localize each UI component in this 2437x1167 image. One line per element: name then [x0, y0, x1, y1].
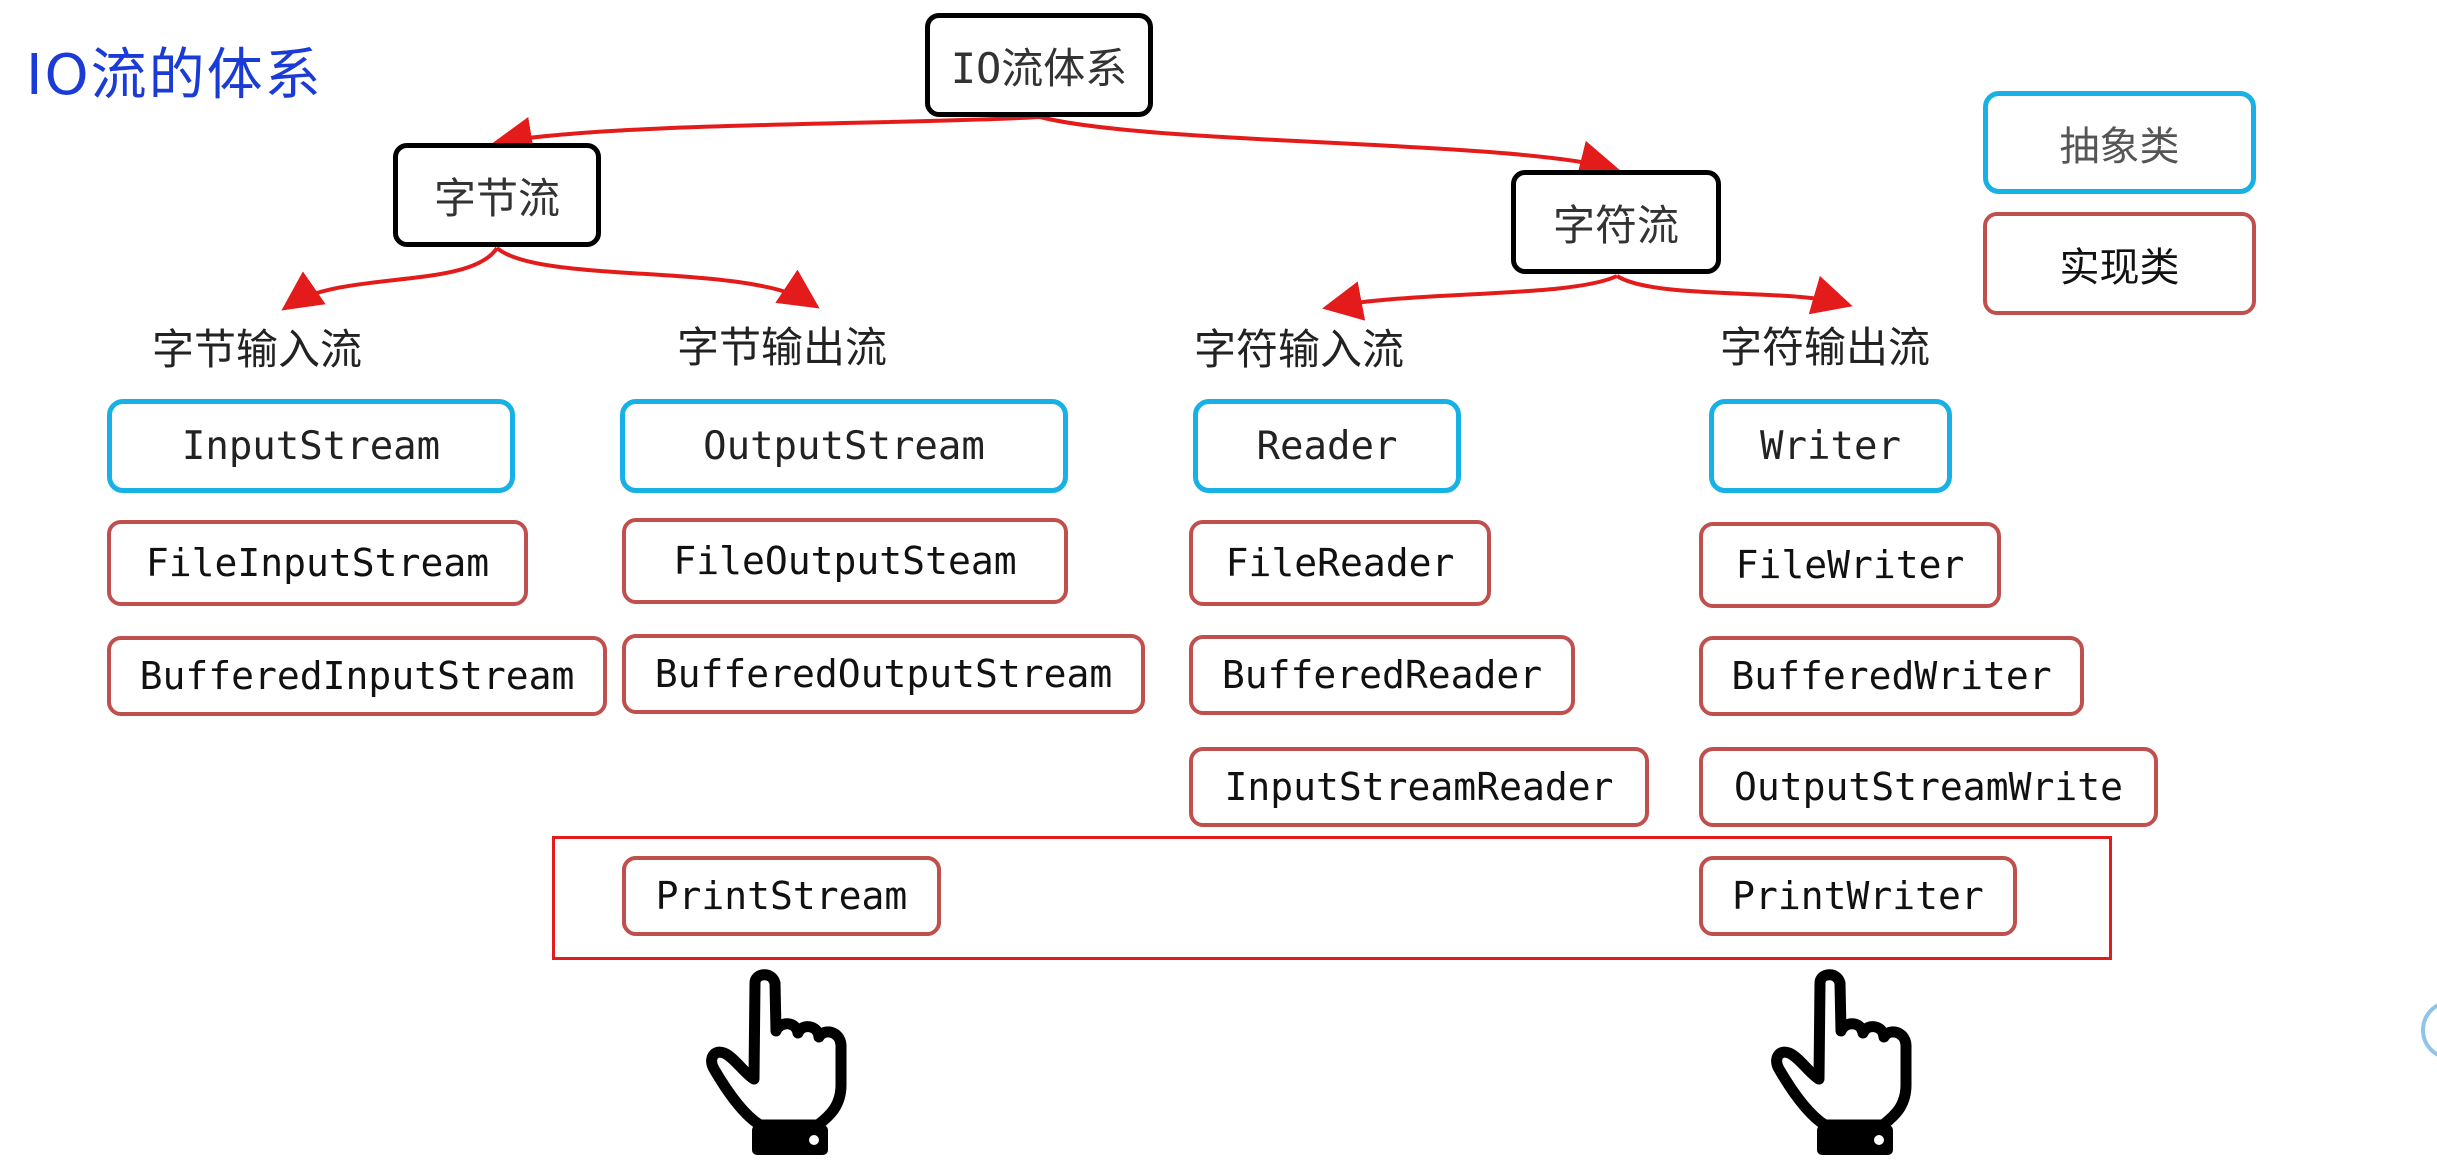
arrow-char-to-input: [1322, 274, 1618, 321]
output-stream-box: OutputStream: [620, 399, 1068, 493]
file-reader-label: FileReader: [1225, 541, 1455, 585]
byte-output-label: 字节输出流: [677, 323, 888, 372]
file-output-steam-label: FileOutputSteam: [673, 539, 1017, 583]
output-stream-write-label: OutputStreamWrite: [1734, 765, 2123, 809]
output-stream-label: OutputStream: [703, 423, 985, 469]
char-input-label: 字符输入流: [1194, 325, 1405, 374]
file-output-steam-box: FileOutputSteam: [622, 518, 1068, 604]
print-writer-label: PrintWriter: [1732, 874, 1984, 918]
file-input-stream-label: FileInputStream: [145, 541, 490, 585]
root-node: IO流体系: [925, 13, 1153, 117]
buffered-reader-label: BufferedReader: [1221, 653, 1543, 697]
pointing-hand-icon: [1771, 969, 1912, 1155]
input-stream-box: InputStream: [107, 399, 515, 493]
file-writer-box: FileWriter: [1699, 522, 2001, 608]
buffered-reader-box: BufferedReader: [1189, 635, 1575, 715]
buffered-output-stream-box: BufferedOutputStream: [622, 634, 1145, 714]
byte-stream-node: 字节流: [393, 143, 601, 247]
print-writer-box: PrintWriter: [1699, 856, 2017, 936]
reader-box: Reader: [1193, 399, 1461, 493]
print-stream-box-front: PrintStream: [622, 856, 941, 936]
buffered-writer-box: BufferedWriter: [1699, 636, 2084, 716]
char-output-label: 字符输出流: [1720, 323, 1931, 372]
file-writer-label: FileWriter: [1735, 543, 1965, 587]
file-input-stream-box: FileInputStream: [107, 520, 528, 606]
arrow-char-to-output: [1615, 274, 1853, 315]
input-stream-reader-box: InputStreamReader: [1189, 747, 1649, 827]
arrow-root-to-byte-stream: [492, 115, 1041, 157]
buffered-input-stream-box: BufferedInputStream: [107, 636, 607, 716]
arrow-root-to-char-stream: [1039, 115, 1620, 180]
char-stream-node: 字符流: [1511, 170, 1721, 274]
buffered-output-stream-label: BufferedOutputStream: [654, 652, 1113, 696]
legend-impl: 实现类: [1983, 212, 2256, 315]
input-stream-label: InputStream: [181, 423, 441, 469]
arrow-byte-to-output: [495, 246, 820, 309]
print-classes-highlight-frame: [552, 836, 2112, 960]
buffered-input-stream-label: BufferedInputStream: [139, 654, 575, 698]
byte-input-label: 字节输入流: [152, 325, 363, 374]
output-stream-write-box: OutputStreamWrite: [1699, 747, 2158, 827]
print-stream-label-front: PrintStream: [655, 874, 908, 918]
writer-box: Writer: [1709, 399, 1952, 493]
pointing-hand-icon: [706, 969, 847, 1155]
writer-label: Writer: [1760, 423, 1901, 469]
root-node-label: IO流体系: [950, 43, 1128, 93]
legend-abstract: 抽象类: [1983, 91, 2256, 194]
legend-abstract-label: 抽象类: [2059, 123, 2180, 170]
legend-impl-label: 实现类: [2059, 244, 2180, 291]
buffered-writer-label: BufferedWriter: [1731, 654, 2052, 698]
file-reader-box: FileReader: [1189, 520, 1491, 606]
byte-stream-label: 字节流: [433, 173, 560, 223]
diagram-title: IO流的体系: [26, 43, 323, 108]
reader-label: Reader: [1256, 423, 1398, 469]
char-stream-label: 字符流: [1552, 200, 1679, 250]
arrow-byte-to-input: [281, 246, 499, 311]
input-stream-reader-label: InputStreamReader: [1224, 765, 1614, 809]
